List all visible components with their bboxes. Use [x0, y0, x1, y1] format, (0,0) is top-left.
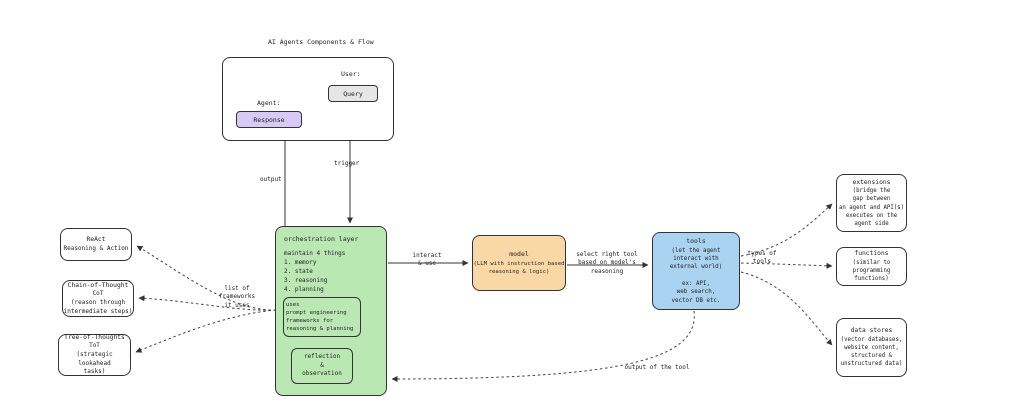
types-of-tools-label: types of tools — [747, 250, 777, 266]
orchestration-maintain-list: maintain 4 things 1. memory 2. state 3. … — [284, 249, 346, 293]
tooltype-extensions-node: extensions (bridge the gap between an ag… — [836, 174, 907, 232]
framework-cot-node: Chain-of-Thought CoT (reason through int… — [62, 280, 134, 317]
tooltype-extensions-title: extensions — [852, 178, 891, 186]
user-label: User: — [341, 70, 361, 78]
orchestration-layer-node: orchestration layer maintain 4 things 1.… — [275, 226, 387, 396]
tooltype-functions-node: functions (similar to programming functi… — [836, 247, 907, 286]
framework-tot-title: Tree-of-Thoughts — [64, 333, 125, 341]
datastores-connector — [740, 271, 833, 346]
tooltype-extensions-desc: (bridge the gap between an agent and API… — [838, 188, 905, 228]
tot-connector — [135, 309, 277, 353]
reflection-observation-subnode: reflection & observation — [291, 348, 353, 384]
user-agent-panel: User: Query Agent: Response — [222, 57, 394, 141]
framework-cot-title: Chain-of-Thought — [67, 281, 129, 289]
tooltype-datastores-desc: (vector databases, website content, stru… — [840, 336, 903, 368]
framework-react-node: ReAct Reasoning & Action — [60, 228, 132, 261]
interact-arrow-label: interact & use — [412, 252, 442, 268]
model-desc: (LLM with instruction based reasoning & … — [473, 260, 565, 275]
framework-cot-desc: CoT (reason through intermediate steps) — [63, 290, 133, 315]
model-title: model — [509, 250, 529, 259]
list-frameworks-label: list of frameworks it uses — [218, 285, 256, 309]
output-arrow-label: output — [260, 176, 282, 183]
framework-tot-desc: ToT (strategic lookahead tasks) — [76, 342, 113, 376]
model-node: model (LLM with instruction based reason… — [472, 235, 566, 291]
orchestration-title: orchestration layer — [284, 235, 359, 243]
uses-frameworks-subnode: uses prompt engineering frameworks for r… — [283, 297, 361, 337]
tooltype-functions-title: functions — [854, 250, 889, 258]
framework-react-desc: Reasoning & Action — [63, 244, 129, 252]
tools-node: tools (let the agent interact with exter… — [652, 232, 740, 310]
agent-label: Agent: — [257, 99, 281, 107]
select-tool-arrow-label: select right tool based on model's reaso… — [576, 251, 638, 275]
diagram-title: AI Agents Components & Flow — [268, 38, 374, 46]
query-node: Query — [328, 85, 378, 102]
tools-title: tools — [686, 236, 706, 245]
extensions-connector — [740, 203, 833, 257]
tooltype-datastores-node: data stores (vector databases, website c… — [836, 318, 907, 377]
response-node: Response — [236, 111, 302, 128]
framework-tot-node: Tree-of-Thoughts ToT (strategic lookahea… — [58, 334, 131, 376]
trigger-arrow-label: trigger — [334, 160, 360, 167]
tooltype-datastores-title: data stores — [850, 327, 893, 335]
output-of-tool-label: output of the tool — [624, 364, 690, 371]
tooltype-functions-desc: (similar to programming functions) — [852, 259, 891, 283]
tools-desc: (let the agent interact with external wo… — [669, 247, 723, 304]
framework-react-title: ReAct — [86, 236, 106, 244]
